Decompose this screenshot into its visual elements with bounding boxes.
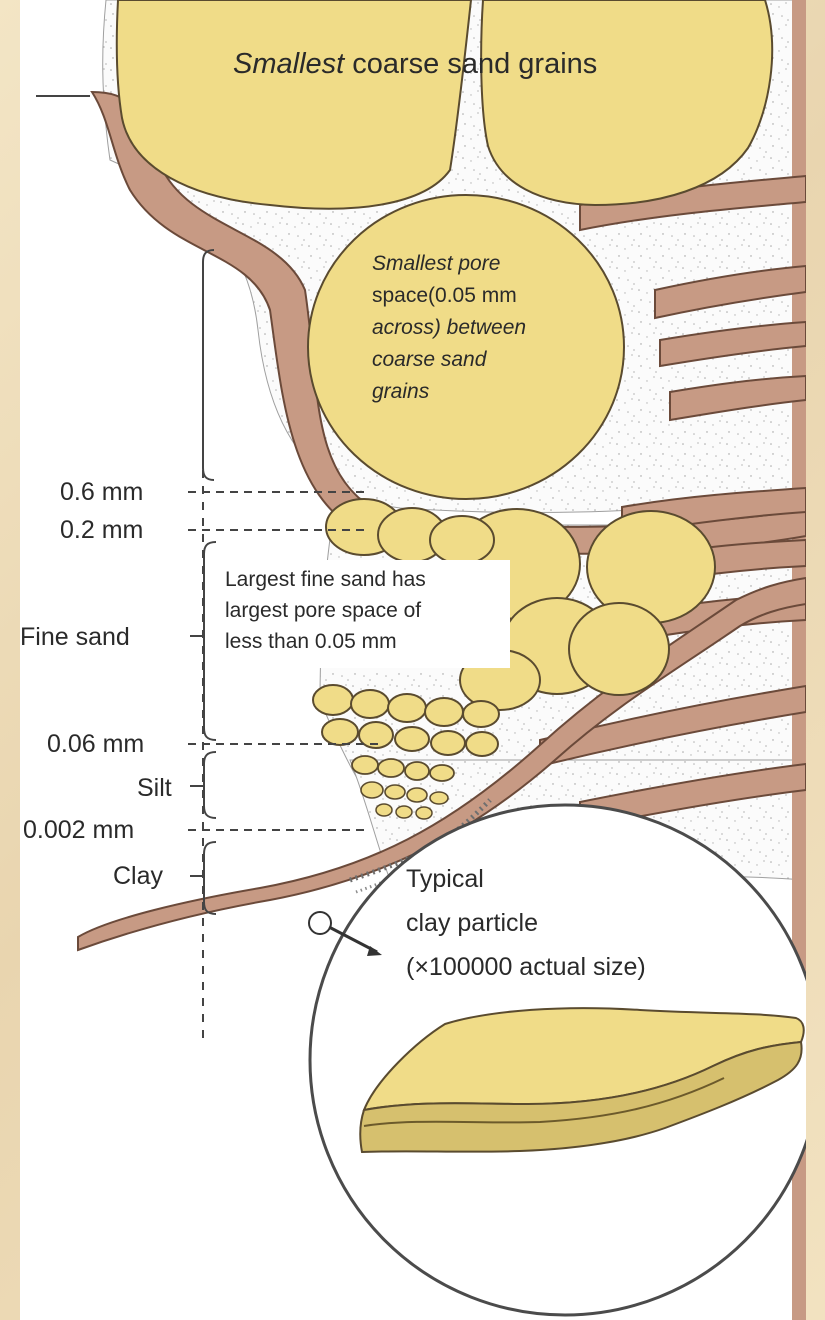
silt-grain: [463, 701, 499, 727]
silt-grain: [361, 782, 383, 798]
silt-grain: [352, 756, 378, 774]
label-0-002mm: 0.002 mm: [23, 816, 134, 844]
label-clay: Clay: [113, 862, 164, 890]
label-0-06mm: 0.06 mm: [47, 730, 144, 758]
soil-particle-diagram: Smallest coarse sand grains Smallest por…: [20, 0, 806, 1320]
top-label-italic: Smallest: [233, 48, 346, 80]
silt-grain: [313, 685, 353, 715]
silt-grain: [395, 727, 429, 751]
fine-grain-7: [430, 516, 494, 564]
silt-grain: [431, 731, 465, 755]
coarse-grain-large: [308, 195, 624, 499]
pore-note-line-5-italic: grains: [372, 380, 430, 403]
silt-grain: [425, 698, 463, 726]
silt-grain: [351, 690, 389, 718]
top-label: Smallest coarse sand grains: [233, 48, 597, 80]
silt-grain: [430, 765, 454, 781]
pore-note-line-2-regular: space(0.05 mm: [372, 284, 517, 307]
silt-range-brace: [204, 752, 216, 818]
silt-grain: [376, 804, 392, 816]
silt-grain: [388, 694, 426, 722]
fine-grain-4: [569, 603, 669, 695]
clay-note-line-1: Typical: [406, 865, 484, 893]
silt-grain: [405, 762, 429, 780]
clay-note-line-2: clay particle: [406, 909, 538, 937]
label-0-6mm: 0.6 mm: [60, 478, 143, 506]
coarse-range-brace: [203, 250, 214, 480]
diagram-sheet: Smallest coarse sand grains Smallest por…: [20, 0, 806, 1320]
label-0-2mm: 0.2 mm: [60, 516, 143, 544]
fine-range-brace: [204, 542, 216, 740]
small-lens-circle: [309, 912, 331, 934]
silt-grain: [430, 792, 448, 804]
pore-note-line-1-italic: Smallest pore: [372, 252, 500, 275]
fine-sand-note-line-1: Largest fine sand has: [225, 568, 426, 591]
silt-grain: [466, 732, 498, 756]
silt-grain: [378, 759, 404, 777]
pore-note-line-3-italic: across) between: [372, 316, 526, 339]
label-silt: Silt: [137, 774, 172, 802]
silt-grain: [407, 788, 427, 802]
silt-grain: [396, 806, 412, 818]
silt-grain: [416, 807, 432, 819]
label-fine-sand: Fine sand: [20, 623, 130, 651]
silt-grain: [322, 719, 358, 745]
fine-sand-note-line-3: less than 0.05 mm: [225, 630, 397, 653]
top-label-rest: coarse sand grains: [344, 48, 597, 80]
pore-note-line-4-italic: coarse sand: [372, 348, 488, 371]
clay-note-line-3: (×100000 actual size): [406, 953, 646, 981]
fine-sand-note-line-2: largest pore space of: [225, 599, 421, 622]
coarse-grain-left: [117, 0, 471, 209]
silt-grain: [385, 785, 405, 799]
